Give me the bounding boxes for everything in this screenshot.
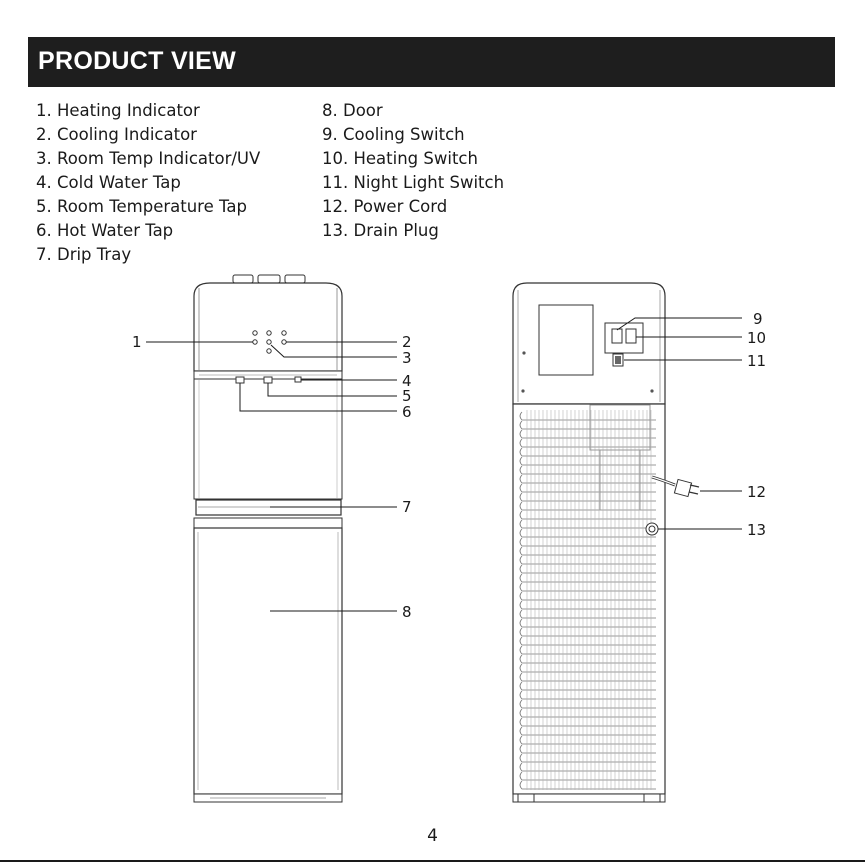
callout-number: 8: [402, 603, 412, 621]
callout-number: 11: [747, 352, 766, 370]
back-callout-numbers: 9 10 11 12 13: [747, 310, 766, 539]
callout-number: 7: [402, 498, 412, 516]
page-number: 4: [0, 826, 865, 846]
callout-number: 3: [402, 349, 412, 367]
back-view-illustration: [513, 283, 699, 802]
callout-number: 10: [747, 329, 766, 347]
callout-number: 12: [747, 483, 766, 501]
callout-number: 6: [402, 403, 412, 421]
footer-rule: [0, 860, 865, 862]
front-view-illustration: [194, 275, 342, 802]
callout-number: 13: [747, 521, 766, 539]
callout-number: 9: [753, 310, 763, 328]
callout-number: 1: [132, 333, 142, 351]
